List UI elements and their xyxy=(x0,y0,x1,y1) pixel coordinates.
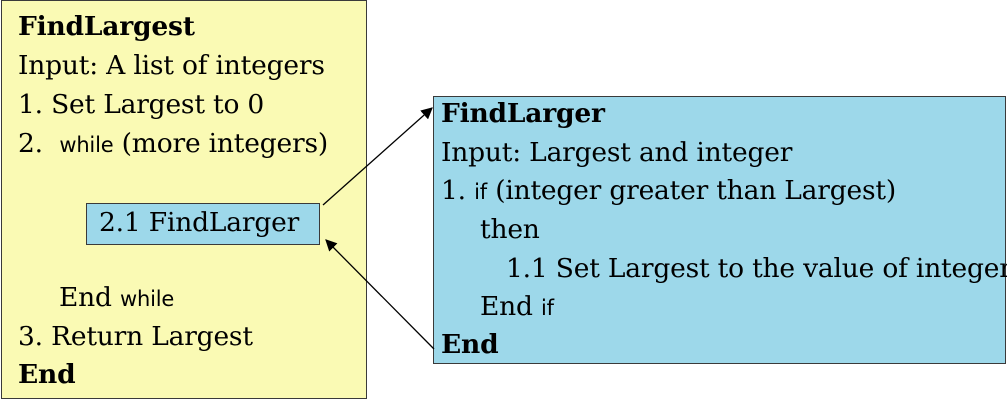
end-if-keyword: if xyxy=(541,296,554,320)
end-while: End while xyxy=(59,282,174,315)
find-larger-call-label: 2.1 FindLarger xyxy=(99,207,300,238)
step-2-number: 2. xyxy=(18,128,43,159)
find-larger-call-box: 2.1 FindLarger xyxy=(86,203,320,245)
find-largest-step-1: 1. Set Largest to 0 xyxy=(18,89,265,120)
find-largest-title: FindLargest xyxy=(18,11,195,42)
find-larger-title: FindLarger xyxy=(441,98,605,129)
if-keyword: if xyxy=(474,180,487,204)
step-1-number: 1. xyxy=(441,175,466,206)
find-larger-input: Input: Largest and integer xyxy=(441,137,793,168)
find-larger-step-1: 1. if (integer greater than Largest) xyxy=(441,175,896,208)
then-line: then xyxy=(480,214,540,245)
find-larger-end: End xyxy=(441,329,499,360)
step-2-condition: (more integers) xyxy=(121,128,329,159)
find-larger-box: FindLarger Input: Largest and integer 1.… xyxy=(433,96,1007,364)
step-1-condition: (integer greater than Largest) xyxy=(495,175,896,206)
find-largest-input: Input: A list of integers xyxy=(18,50,325,81)
end-while-keyword: while xyxy=(120,287,175,311)
find-larger-step-1-1: 1.1 Set Largest to the value of integer xyxy=(506,253,1007,284)
end-if-prefix: End xyxy=(480,291,533,322)
watermark: https://blog.csdn.net/qq_43208925 xyxy=(753,374,999,390)
find-largest-box: FindLargest Input: A list of integers 1.… xyxy=(1,0,367,399)
find-largest-end: End xyxy=(18,359,76,390)
while-keyword: while xyxy=(59,133,114,157)
end-while-prefix: End xyxy=(59,282,112,313)
end-if: End if xyxy=(480,291,554,324)
find-largest-step-2: 2. while (more integers) xyxy=(18,128,328,161)
find-largest-step-3: 3. Return Largest xyxy=(18,321,253,352)
